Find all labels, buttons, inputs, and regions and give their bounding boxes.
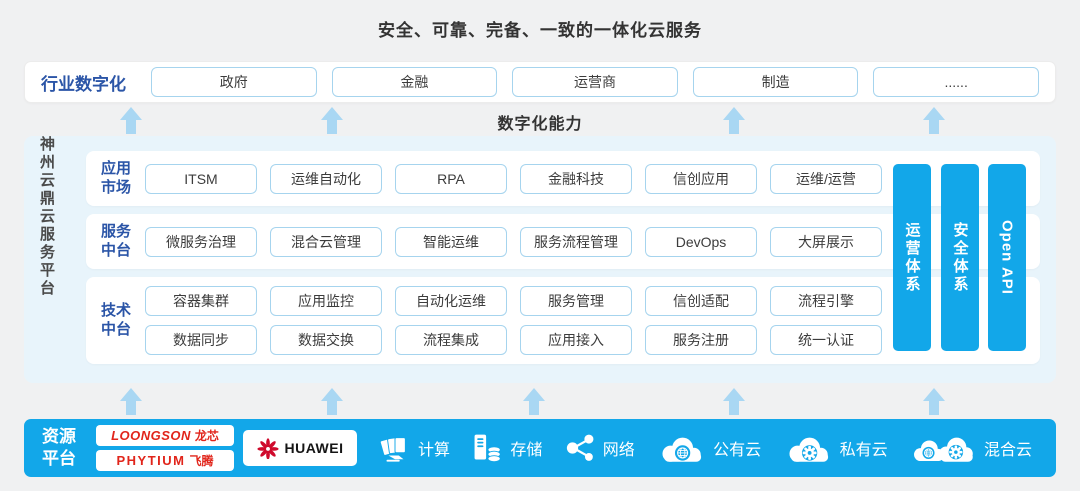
svc-box-devops: DevOps: [645, 226, 757, 257]
service-middle-row: 服务中台 微服务治理 混合云管理 智能运维 服务流程管理 DevOps 大屏展示: [86, 214, 1040, 269]
up-arrow-icon: [723, 388, 745, 416]
pillar-open-api: Open API: [988, 164, 1026, 351]
pillar-security-system: 安全体系: [941, 164, 979, 351]
resource-platform-bar: 资源平台 LOONGSON 龙芯 PHYTIUM 飞腾: [24, 419, 1056, 477]
up-arrow-icon: [120, 388, 142, 416]
page-title: 安全、可靠、完备、一致的一体化云服务: [378, 21, 702, 40]
up-arrow-icon: [723, 107, 745, 135]
network-icon: [566, 434, 594, 461]
tech-box-app-access: 应用接入: [520, 325, 632, 355]
industry-row-label: 行业数字化: [41, 74, 126, 94]
tech-box-grid: 容器集群 应用监控 自动化运维 服务管理 信创适配 流程引擎 数据同步 数据交换…: [145, 286, 882, 355]
phytium-logo: PHYTIUM 飞腾: [96, 450, 234, 471]
huawei-logo-text: HUAWEI: [284, 440, 344, 456]
pillar-operation-system: 运营体系: [893, 164, 931, 351]
industry-box-ellipsis: ......: [873, 67, 1039, 97]
up-arrow-icon: [923, 388, 945, 416]
resource-item-label: 存储: [510, 442, 543, 459]
tech-box-data-exchange: 数据交换: [270, 325, 382, 355]
loongson-logo-cn: 龙芯: [194, 429, 219, 443]
industry-box-manufacturing: 制造: [692, 67, 859, 97]
resource-item-storage: 存储: [471, 432, 542, 464]
phytium-logo-cn: 飞腾: [189, 454, 214, 468]
resource-item-label: 计算: [418, 442, 451, 459]
app-market-label: 应用市场: [100, 159, 131, 196]
resource-item-label: 公有云: [713, 442, 762, 459]
app-box-fintech: 金融科技: [520, 163, 632, 194]
loongson-logo: LOONGSON 龙芯: [96, 425, 234, 446]
capability-label: 数字化能力: [497, 116, 583, 133]
tech-box-svc-mgmt: 服务管理: [520, 286, 632, 316]
tech-middle-row: 技术中台 容器集群 应用监控 自动化运维 服务管理 信创适配 流程引擎 数据同步…: [86, 277, 1040, 364]
resource-item-label: 私有云: [839, 442, 888, 459]
svc-box-hybrid-mgmt: 混合云管理: [270, 226, 382, 257]
resource-item-compute: 计算: [379, 432, 450, 464]
industry-box-operator: 运营商: [512, 67, 678, 97]
tech-box-data-sync: 数据同步: [145, 325, 257, 355]
app-box-ops-automation: 运维自动化: [270, 163, 382, 194]
phytium-logo-text: PHYTIUM: [116, 453, 186, 468]
up-arrow-icon: [120, 107, 142, 135]
resource-item-label: 混合云: [983, 442, 1032, 459]
resource-platform-label: 资源平台: [42, 426, 76, 468]
private-cloud-icon: [789, 437, 828, 462]
app-box-ops: 运维/运营: [770, 163, 882, 194]
svc-box-microservice: 微服务治理: [145, 226, 257, 257]
tech-middle-label: 技术中台: [100, 301, 131, 338]
app-box-rpa: RPA: [395, 163, 507, 194]
tech-box-container: 容器集群: [145, 286, 257, 316]
tech-box-app-monitor: 应用监控: [270, 286, 382, 316]
resource-items: 计算 存储: [379, 432, 1038, 465]
service-middle-label: 服务中台: [100, 222, 131, 259]
svc-box-itil-flow: 服务流程管理: [520, 226, 632, 257]
cpu-vendor-logos: LOONGSON 龙芯 PHYTIUM 飞腾: [96, 425, 234, 471]
resource-item-public-cloud: 公有云: [656, 432, 761, 465]
industry-box-finance: 金融: [331, 67, 498, 97]
hybrid-cloud-icon: [913, 437, 973, 462]
svc-box-aiops: 智能运维: [395, 226, 507, 257]
huawei-logo: HUAWEI: [243, 430, 357, 466]
industry-box-government: 政府: [151, 67, 317, 97]
resource-item-hybrid-cloud: 混合云: [909, 432, 1032, 465]
cloud-platform-panel: 神州云鼎云服务平台 应用市场 ITSM 运维自动化 RPA 金融科技 信创应用 …: [24, 136, 1056, 383]
tech-box-unified-auth: 统一认证: [770, 325, 882, 355]
resource-item-network: 网络: [564, 433, 635, 463]
compute-icon: [379, 437, 406, 462]
app-market-row: 应用市场 ITSM 运维自动化 RPA 金融科技 信创应用 运维/运营: [86, 151, 1040, 206]
tech-box-auto-ops: 自动化运维: [395, 286, 507, 316]
loongson-logo-text: LOONGSON: [111, 428, 191, 443]
huawei-flower-icon: [256, 438, 279, 459]
up-arrow-icon: [923, 107, 945, 135]
up-arrow-icon: [321, 388, 343, 416]
platform-side-label: 神州云鼎云服务平台: [38, 136, 55, 298]
tech-box-flow-integrate: 流程集成: [395, 325, 507, 355]
tech-box-xinchuang-adapt: 信创适配: [645, 286, 757, 316]
storage-icon: [474, 434, 502, 463]
up-arrow-icon: [321, 107, 343, 135]
app-box-itsm: ITSM: [145, 163, 257, 194]
svc-box-bigscreen: 大屏展示: [770, 226, 882, 257]
public-cloud-icon: [662, 437, 702, 462]
app-box-xinchuang-app: 信创应用: [645, 163, 757, 194]
up-arrow-icon: [523, 388, 545, 416]
tech-box-svc-register: 服务注册: [645, 325, 757, 355]
resource-item-label: 网络: [602, 442, 635, 459]
resource-item-private-cloud: 私有云: [783, 432, 888, 465]
industry-row: 行业数字化 政府 金融 运营商 制造 ......: [24, 61, 1056, 103]
tech-box-flow-engine: 流程引擎: [770, 286, 882, 316]
